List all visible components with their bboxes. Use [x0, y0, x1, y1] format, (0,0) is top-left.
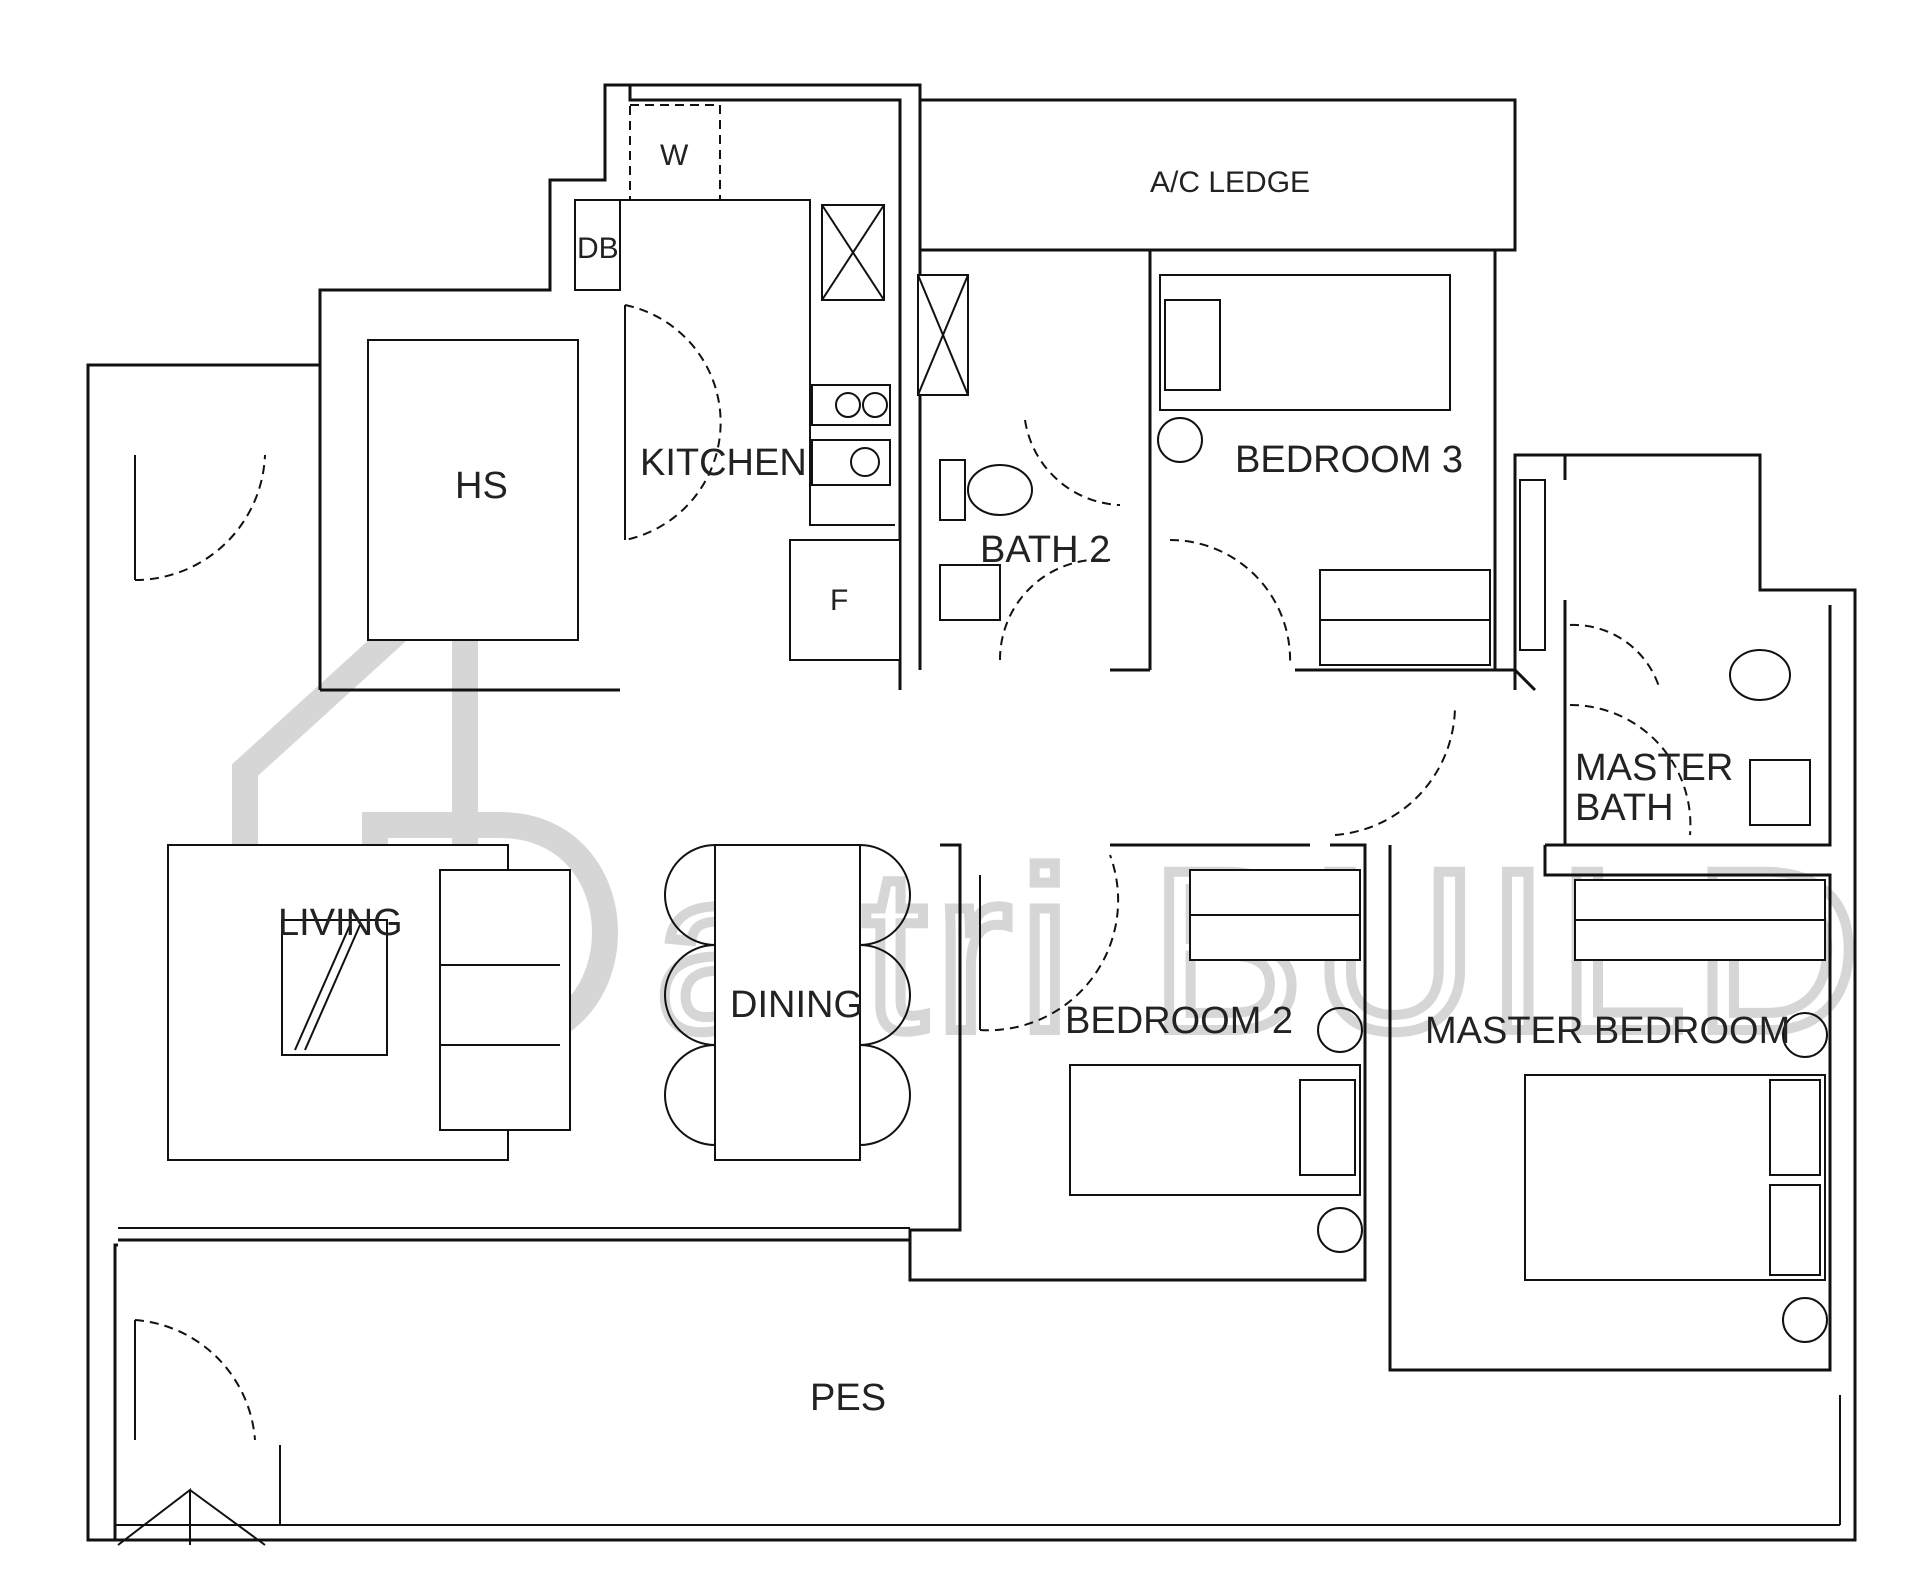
sofa	[439, 869, 571, 1131]
fridge	[789, 539, 901, 661]
bath2-label: BATH 2	[980, 529, 1110, 571]
toilet-master	[1729, 649, 1791, 701]
db-label: DB	[577, 232, 619, 265]
wardrobe-3	[1319, 569, 1491, 666]
dining-label: DINING	[730, 984, 863, 1026]
ac-ledge-label: A/C LEDGE	[1150, 166, 1310, 199]
living-label: LIVING	[278, 902, 403, 944]
room-labels: A/C LEDGE W DB KITCHEN HS F BATH 2 BEDRO…	[278, 139, 1790, 1419]
toilet-2-tank	[939, 459, 966, 521]
toilet-2	[967, 464, 1033, 516]
pillow-3	[1164, 299, 1221, 391]
pes-label: PES	[810, 1377, 886, 1419]
coffee-table	[281, 919, 388, 1056]
hob	[811, 384, 891, 426]
basin-master	[1749, 759, 1811, 826]
master-bath-label-2: BATH	[1575, 787, 1674, 829]
kitchen-label: KITCHEN	[640, 442, 807, 484]
outer-walls	[86, 83, 1857, 1542]
pillow-master-1	[1769, 1079, 1821, 1176]
pillow-master-2	[1769, 1184, 1821, 1276]
shower-master	[1519, 479, 1546, 651]
doors	[134, 304, 1692, 1441]
master-bedroom-label: MASTER BEDROOM	[1425, 1010, 1790, 1052]
pillow-2	[1299, 1079, 1356, 1176]
basin-2	[939, 564, 1001, 621]
hs-box	[367, 339, 579, 641]
master-bath-label-1: MASTER	[1575, 747, 1733, 789]
ac-ledge	[918, 98, 1517, 252]
washer-label: W	[660, 139, 689, 172]
fixtures	[117, 104, 1828, 1546]
fridge-label: F	[830, 584, 848, 617]
bedroom3-label: BEDROOM 3	[1235, 439, 1463, 481]
db-box	[574, 199, 621, 291]
hs-label: HS	[455, 465, 508, 507]
bedroom2-label: BEDROOM 2	[1065, 1000, 1293, 1042]
